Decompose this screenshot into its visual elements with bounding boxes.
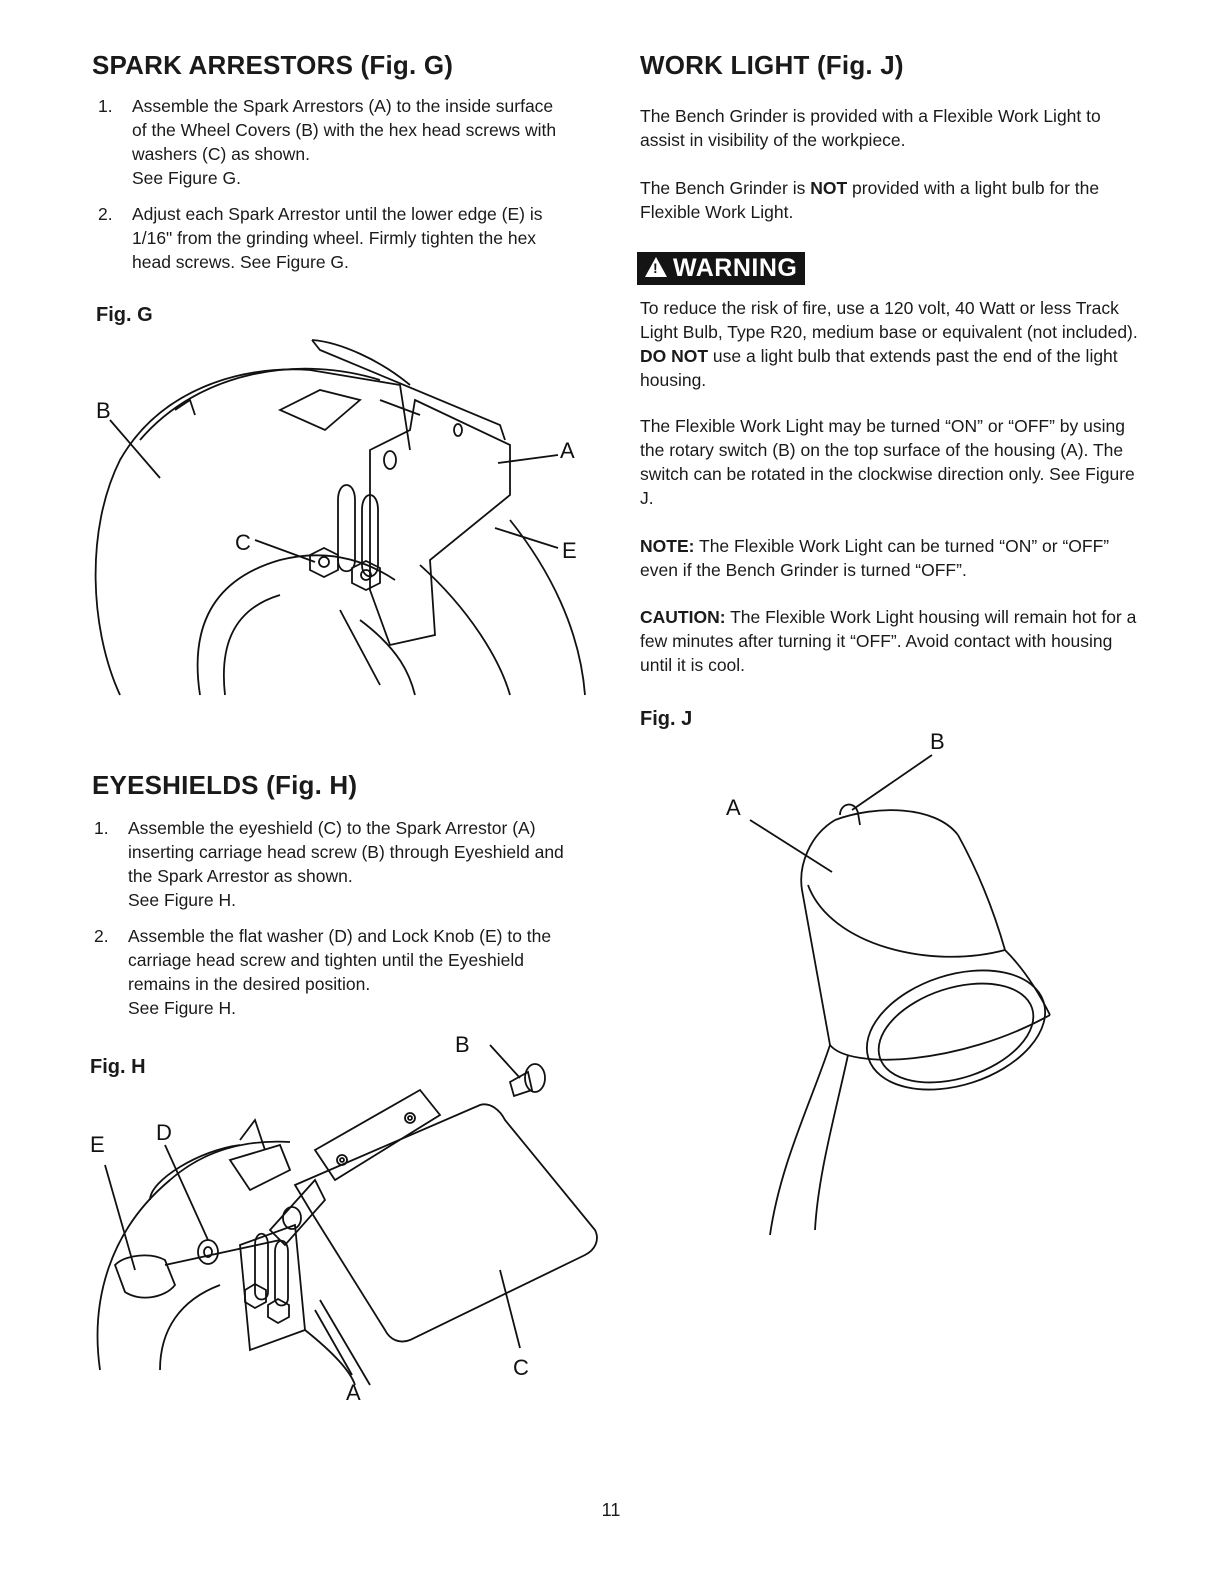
warning-badge: ! WARNING	[637, 252, 806, 285]
fig-g-label: Fig. G	[96, 304, 153, 326]
step-text: Assemble the eyeshield (C) to the Spark …	[128, 818, 564, 886]
step-see-figure: See Figure H.	[128, 890, 236, 910]
fig-j-label: Fig. J	[640, 708, 693, 730]
step-number: 1.	[98, 96, 113, 116]
callout-c: C	[235, 530, 251, 555]
step-number: 2.	[98, 204, 113, 224]
fig-g-spark-arrestor-illustration: B A C E	[94, 339, 586, 696]
work-light-heading: WORK LIGHT (Fig. J)	[640, 50, 904, 80]
fig-j-work-light-illustration: A B	[726, 729, 1051, 1236]
spark-step-1: 1. Assemble the Spark Arrestors (A) to t…	[92, 94, 572, 190]
fig-h-eyeshield-illustration: B E D A C	[90, 1032, 598, 1405]
spark-step-2: 2. Adjust each Spark Arrestor until the …	[92, 202, 572, 274]
page-number: 11	[601, 1500, 621, 1520]
warning-text: To reduce the risk of fire, use a 120 vo…	[640, 298, 1138, 390]
step-see-figure: See Figure G.	[132, 168, 241, 188]
callout-a: A	[346, 1380, 361, 1405]
spark-arrestors-steps: 1. Assemble the Spark Arrestors (A) to t…	[92, 94, 572, 274]
callout-c: C	[513, 1355, 529, 1380]
step-number: 1.	[94, 818, 109, 838]
step-text: Assemble the flat washer (D) and Lock Kn…	[128, 926, 552, 994]
warning-triangle-icon: !	[645, 257, 667, 277]
callout-a: A	[726, 795, 741, 820]
callout-e: E	[90, 1132, 105, 1157]
spark-arrestors-heading: SPARK ARRESTORS (Fig. G)	[92, 50, 454, 80]
work-light-switch-text: The Flexible Work Light may be turned “O…	[640, 416, 1135, 508]
work-light-bulb-note: The Bench Grinder is NOT provided with a…	[640, 178, 1100, 222]
work-light-caution: CAUTION: The Flexible Work Light housing…	[640, 607, 1137, 675]
fig-h-label: Fig. H	[90, 1056, 146, 1078]
work-light-intro: The Bench Grinder is provided with a Fle…	[640, 106, 1101, 150]
callout-d: D	[156, 1120, 172, 1145]
callout-b: B	[455, 1032, 470, 1057]
callout-b: B	[930, 729, 945, 754]
eyeshield-step-1: 1. Assemble the eyeshield (C) to the Spa…	[88, 816, 568, 912]
step-see-figure: See Figure H.	[128, 998, 236, 1018]
callout-e: E	[562, 538, 577, 563]
eyeshield-step-2: 2. Assemble the flat washer (D) and Lock…	[88, 924, 568, 1020]
step-text: Assemble the Spark Arrestors (A) to the …	[132, 96, 557, 164]
callout-a: A	[560, 438, 575, 463]
eyeshields-steps: 1. Assemble the eyeshield (C) to the Spa…	[88, 816, 568, 1020]
warning-label: WARNING	[673, 254, 798, 282]
eyeshields-heading: EYESHIELDS (Fig. H)	[92, 770, 358, 800]
step-number: 2.	[94, 926, 109, 946]
callout-b: B	[96, 398, 111, 423]
work-light-note: NOTE: The Flexible Work Light can be tur…	[640, 536, 1110, 580]
step-text: Adjust each Spark Arrestor until the low…	[132, 204, 543, 272]
